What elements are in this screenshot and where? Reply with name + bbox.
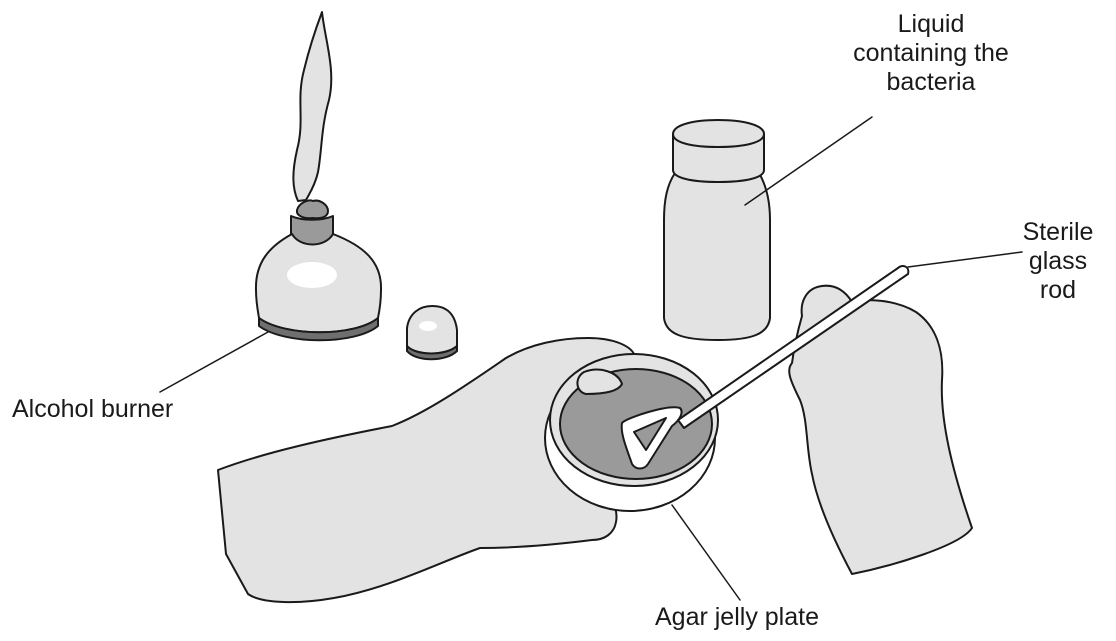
burner-flame	[293, 12, 331, 201]
leader-rod	[908, 252, 1022, 267]
bottle-lid	[673, 120, 764, 182]
label-liquid: Liquid containing the bacteria	[838, 10, 1024, 97]
label-burner: Alcohol burner	[12, 395, 173, 424]
label-rod: Sterile glass rod	[1010, 218, 1106, 305]
agar-plate	[545, 354, 718, 511]
label-liquid-line-2: containing the	[838, 39, 1024, 68]
burner-highlight	[287, 262, 337, 288]
bacteria-bottle	[664, 120, 770, 340]
burner-cap	[407, 306, 457, 359]
leader-plate	[672, 505, 740, 600]
label-plate: Agar jelly plate	[655, 603, 819, 632]
label-rod-line-1: Sterile	[1010, 218, 1106, 247]
burner-wick	[297, 200, 328, 218]
cap-highlight	[419, 321, 437, 331]
alcohol-burner	[256, 12, 381, 340]
label-liquid-line-1: Liquid	[838, 10, 1024, 39]
label-rod-line-2: glass	[1010, 247, 1106, 276]
label-rod-line-3: rod	[1010, 276, 1106, 305]
label-liquid-line-3: bacteria	[838, 68, 1024, 97]
leader-burner	[160, 332, 268, 392]
